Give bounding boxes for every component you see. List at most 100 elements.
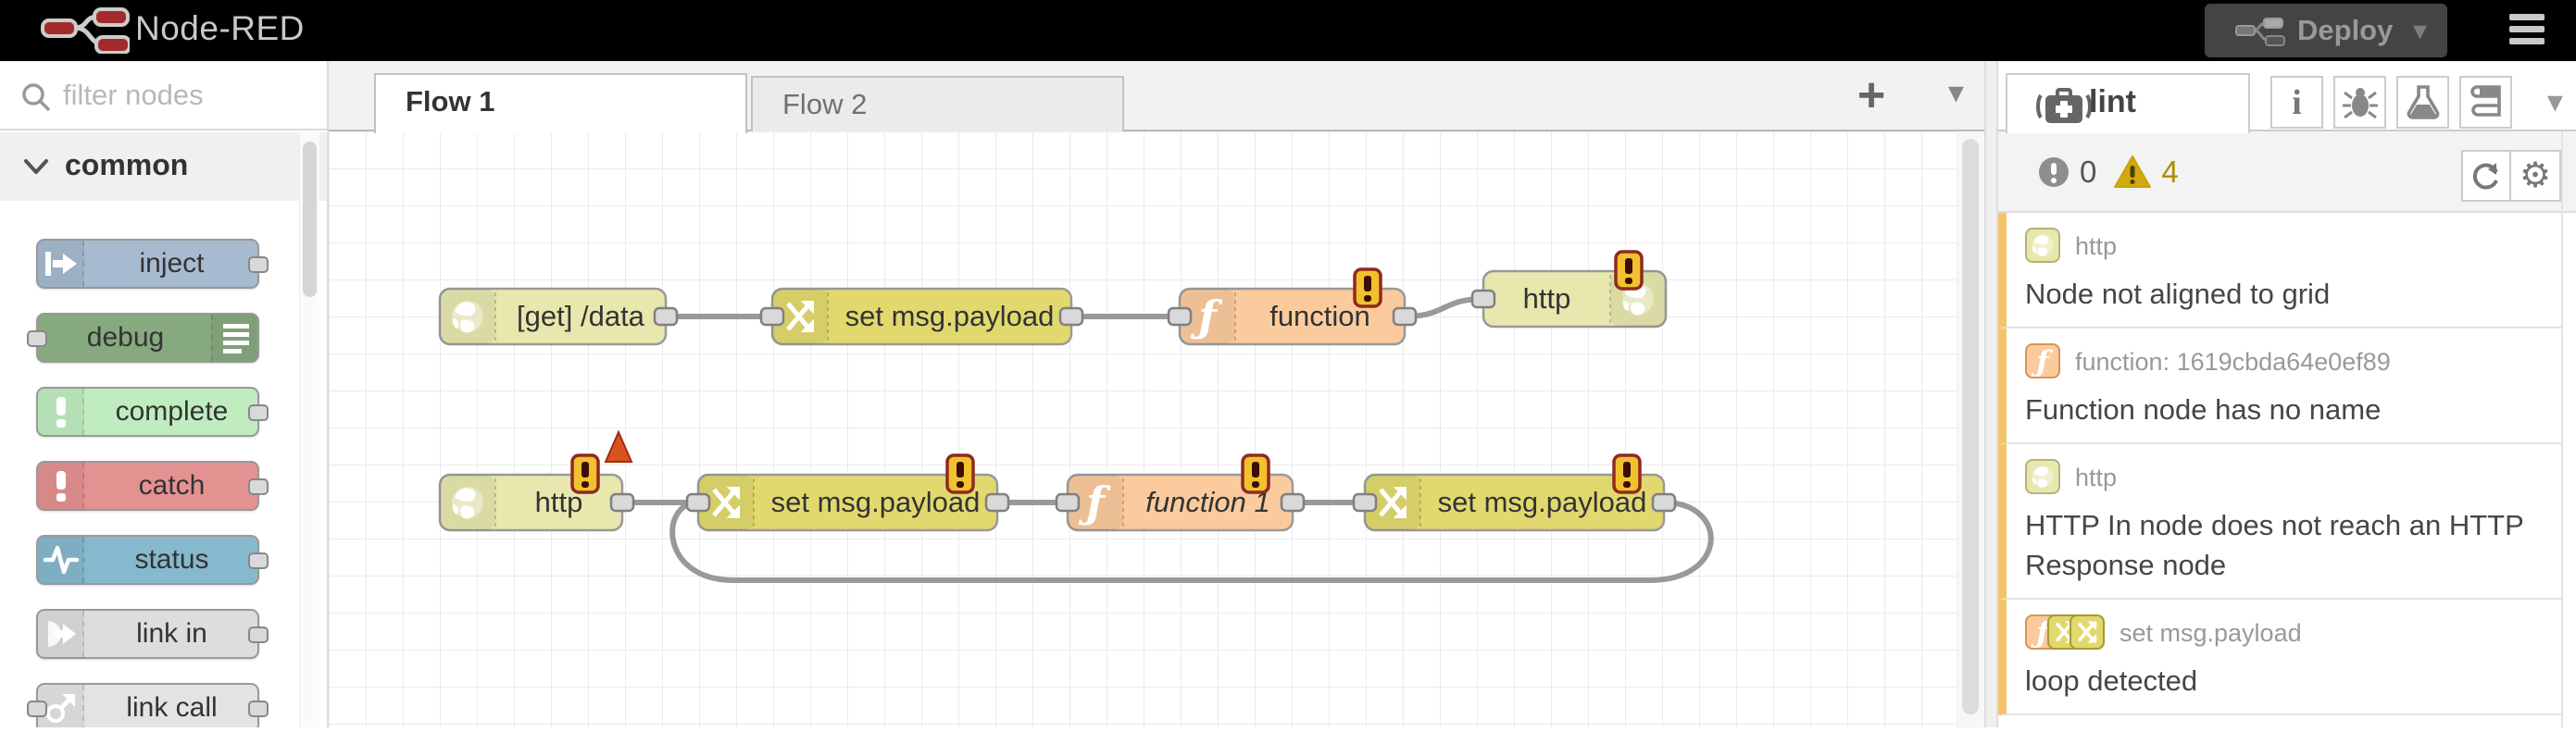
palette-node-complete[interactable]: complete [36, 387, 269, 437]
deploy-caret-icon[interactable]: ▾ [2412, 16, 2427, 46]
node-palette: common inject debug [0, 61, 329, 727]
warning-badge [1612, 453, 1642, 494]
add-flow-button[interactable]: + [1857, 68, 1886, 122]
globe-icon [2032, 465, 2054, 488]
flow-list-caret-icon[interactable]: ▾ [1947, 75, 1964, 110]
output-port[interactable] [1651, 492, 1677, 513]
output-port[interactable] [248, 256, 269, 273]
filter-nodes-input[interactable] [61, 68, 311, 122]
output-port[interactable] [1392, 306, 1418, 327]
tab-flow-2[interactable]: Flow 2 [751, 76, 1124, 131]
lint-panel-header: 0 4 ⚙ [1998, 131, 2576, 213]
http-node-badge [2025, 228, 2060, 263]
lint-scrollbar-track [2561, 131, 2563, 727]
sidebar-tab-lint[interactable]: lint [2006, 73, 2250, 133]
sidebar-splitter-handle[interactable] [1984, 61, 1998, 727]
palette-node-debug[interactable]: debug [27, 313, 259, 363]
palette-scrollbar-thumb[interactable] [303, 142, 317, 297]
node-label: set msg.payload [845, 300, 1055, 332]
output-port[interactable] [248, 404, 269, 421]
output-port[interactable] [609, 492, 635, 513]
sidebar-tab-tests[interactable] [2396, 76, 2449, 129]
lint-issue-message: HTTP In node does not reach an HTTP Resp… [2025, 509, 2524, 581]
flow-node-httpin2[interactable]: http [438, 429, 635, 532]
output-port[interactable] [653, 306, 679, 327]
palette-node-status[interactable]: status [36, 535, 269, 585]
palette-category-common[interactable]: common [0, 132, 327, 201]
canvas-scrollbar-gutter [1957, 131, 1984, 727]
output-port[interactable] [1058, 306, 1084, 327]
book-icon [2470, 84, 2501, 117]
flow-node-change2[interactable]: set msg.payload [685, 453, 1010, 532]
lint-issue[interactable]: http HTTP In node does not reach an HTTP… [1998, 444, 2561, 600]
settings-button[interactable]: ⚙ [2511, 150, 2561, 202]
error-count: 0 [2080, 155, 2097, 189]
input-port[interactable] [685, 492, 711, 513]
sidebar-tab-config[interactable] [2459, 76, 2512, 129]
lint-issue-node-label: http [2075, 232, 2118, 260]
lint-issue[interactable]: http Node not aligned to grid [1998, 213, 2561, 329]
shuffle-icon [786, 301, 814, 332]
lint-issue[interactable]: ƒ set msg.payload loop detected [1998, 600, 2561, 715]
node-label: function [1269, 300, 1370, 332]
flow-node-httpin1[interactable]: [get] /data [438, 287, 679, 346]
deploy-button[interactable]: Deploy ▾ [2205, 4, 2447, 57]
http-node-badge [2025, 459, 2060, 494]
pulse-icon-strip [38, 537, 84, 583]
node-red-logo-icon [41, 7, 130, 54]
exclamation-icon [56, 397, 66, 428]
input-port[interactable] [759, 306, 785, 327]
hamburger-menu-button[interactable] [2509, 14, 2545, 47]
palette-node-link-in[interactable]: link in [36, 609, 269, 659]
exclamation-icon [56, 471, 66, 502]
wire[interactable] [669, 500, 1714, 583]
error-count-icon [2039, 157, 2069, 187]
palette-node-inject[interactable]: inject [36, 239, 269, 289]
status-pulse-icon [43, 545, 80, 575]
output-port[interactable] [248, 701, 269, 717]
refresh-button[interactable] [2461, 150, 2511, 202]
palette-search-box[interactable] [0, 61, 327, 130]
output-port[interactable] [1280, 492, 1306, 513]
output-port[interactable] [248, 627, 269, 643]
warning-count-icon [2114, 155, 2152, 188]
sidebar-tabs-caret-icon[interactable]: ▾ [2546, 84, 2563, 119]
gear-icon: ⚙ [2519, 156, 2552, 195]
flow-node-change1[interactable]: set msg.payload [759, 287, 1084, 346]
input-port[interactable] [27, 701, 47, 717]
sidebar-tab-debug[interactable] [2333, 76, 2386, 129]
input-port[interactable] [1470, 289, 1496, 309]
palette-node-catch[interactable]: catch [36, 461, 269, 511]
right-sidebar: lint i [1998, 61, 2576, 727]
sidebar-tab-info[interactable]: i [2270, 76, 2323, 129]
refresh-icon [2472, 163, 2498, 190]
palette-node-list: inject debug complete [0, 201, 327, 727]
flow-node-httpresp[interactable]: http [1470, 250, 1668, 329]
palette-node-label: inject [139, 248, 205, 279]
tab-flow-1[interactable]: Flow 1 [374, 73, 747, 133]
warning-badge [1353, 267, 1382, 308]
input-port[interactable] [1352, 492, 1378, 513]
output-port[interactable] [248, 478, 269, 495]
palette-scrollbar-track[interactable] [299, 132, 319, 727]
flow-node-change3[interactable]: set msg.payload [1352, 453, 1677, 532]
globe-icon [2032, 234, 2054, 256]
input-port[interactable] [27, 330, 47, 347]
inject-icon [45, 252, 77, 276]
lint-issue[interactable]: ƒ function: 1619cbda64e0ef89 Function no… [1998, 329, 2561, 444]
output-port[interactable] [248, 552, 269, 569]
canvas-scrollbar-thumb[interactable] [1962, 139, 1979, 714]
chevron-down-icon [24, 159, 48, 174]
output-port[interactable] [984, 492, 1010, 513]
shuffle-icon [712, 487, 740, 518]
input-port[interactable] [1167, 306, 1193, 327]
palette-node-link-call[interactable]: link call [27, 683, 269, 727]
lint-issue-node-label: function: 1619cbda64e0ef89 [2075, 348, 2391, 376]
input-port[interactable] [1055, 492, 1081, 513]
lint-issue-message: loop detected [2025, 664, 2198, 697]
palette-node-label: status [134, 544, 209, 575]
